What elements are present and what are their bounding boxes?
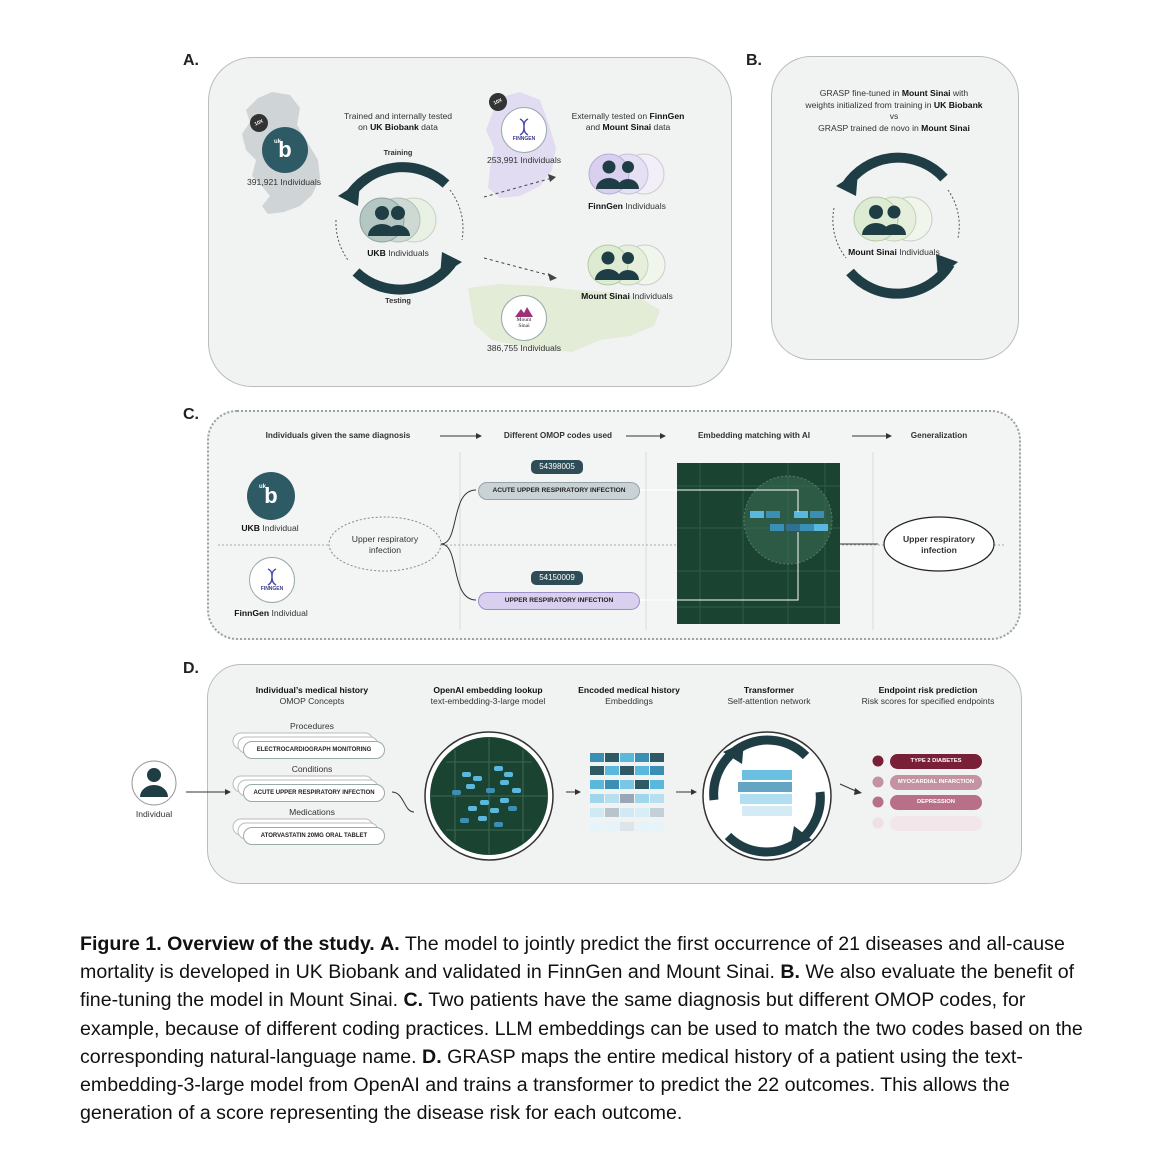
procedures-label: Procedures (290, 721, 334, 731)
trained-text: Trained and internally tested on UK Biob… (343, 111, 453, 132)
finngen-logo-c: FINNGEN (249, 557, 295, 603)
ukb-logo: uk b (262, 127, 308, 173)
individual-icon (131, 760, 177, 806)
figure-caption: Figure 1. Overview of the study. A. The … (80, 933, 1083, 1125)
panel-b-individuals-label: Mount Sinai Individuals (848, 247, 940, 257)
panel-letter-b: B. (746, 52, 762, 69)
risk-pill-1: TYPE 2 DIABETES (890, 754, 982, 769)
training-label: Training (383, 148, 413, 157)
mount-sinai-logo: Mount Sinai (501, 295, 547, 341)
individual-label: Individual (135, 809, 173, 819)
panel-c-header-3: Embedding matching with AI (697, 431, 811, 440)
code-box-1: 54398005 (531, 460, 583, 474)
panel-b-description: GRASP fine-tuned in Mount Sinai with wei… (805, 88, 983, 133)
testing-label: Testing (385, 296, 411, 305)
panel-letter-c: C. (183, 406, 199, 423)
procedure-item: ELECTROCARDIOGRAPH MONITORING (243, 741, 385, 759)
encoded-matrix (590, 753, 664, 831)
mount-sinai-count: 386,755 Individuals (486, 343, 562, 353)
panel-letter-a: A. (183, 52, 199, 69)
medications-label: Medications (289, 807, 335, 817)
external-text: Externally tested on FinnGen and Mount S… (571, 111, 685, 132)
ukb-logo-c: uk b (247, 472, 295, 520)
finngen-individual-label: FinnGen Individual (234, 608, 308, 618)
transformer-stack (738, 770, 792, 816)
mountain-icon (515, 307, 533, 317)
code-name-1: ACUTE UPPER RESPIRATORY INFECTION (478, 482, 640, 500)
panel-c-header-2: Different OMOP codes used (503, 431, 613, 440)
mount-sinai-individuals-label: Mount Sinai Individuals (581, 291, 673, 301)
ukb-individuals-label: UKB Individuals (367, 248, 429, 258)
finngen-count: 253,991 Individuals (486, 155, 562, 165)
ukb-individual-label: UKB Individual (241, 523, 299, 533)
panel-c-header-4: Generalization (910, 431, 968, 440)
generalization-ellipse (883, 516, 995, 572)
panel-c-header-1: Individuals given the same diagnosis (265, 431, 411, 440)
finngen-individuals-label: FinnGen Individuals (588, 201, 666, 211)
condition-item: ACUTE UPPER RESPIRATORY INFECTION (243, 784, 385, 802)
conditions-label: Conditions (291, 764, 333, 774)
risk-pill-3: DEPRESSION (890, 795, 982, 810)
code-name-2: UPPER RESPIRATORY INFECTION (478, 592, 640, 610)
medication-item: ATORVASTATIN 20MG ORAL TABLET (243, 827, 385, 845)
dna-icon (519, 118, 529, 136)
panel-letter-d: D. (183, 660, 199, 677)
dna-icon (267, 568, 277, 586)
risk-pill-2: MYOCARDIAL INFARCTION (890, 775, 982, 790)
finngen-logo: FINNGEN (501, 107, 547, 153)
ukb-count: 391,921 Individuals (246, 177, 322, 187)
code-box-2: 54150009 (531, 571, 583, 585)
